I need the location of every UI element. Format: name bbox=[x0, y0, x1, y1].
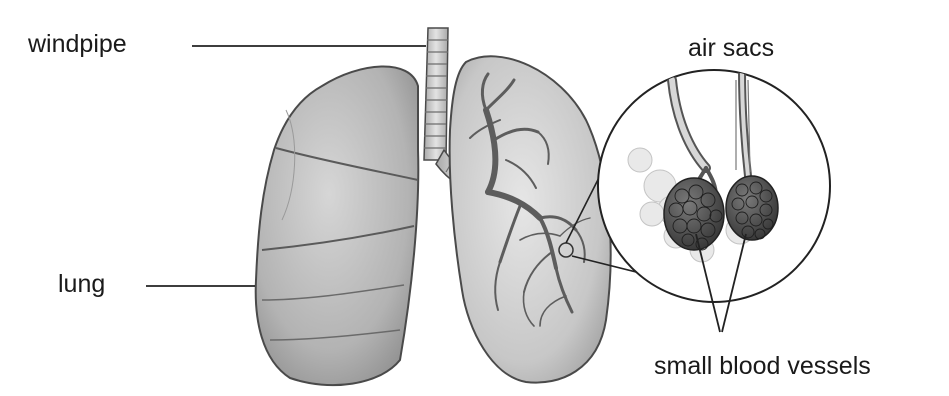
windpipe-label: windpipe bbox=[28, 32, 127, 57]
alveolar-cluster-right bbox=[726, 176, 778, 240]
lung-label: lung bbox=[58, 272, 105, 297]
small-blood-vessels-label: small blood vessels bbox=[654, 354, 871, 379]
left-lung bbox=[256, 66, 419, 385]
air-sacs-inset bbox=[598, 70, 830, 302]
right-lung-cutaway bbox=[450, 56, 611, 382]
air-sacs-label: air sacs bbox=[688, 36, 774, 61]
alveolar-cluster-left bbox=[664, 178, 724, 250]
